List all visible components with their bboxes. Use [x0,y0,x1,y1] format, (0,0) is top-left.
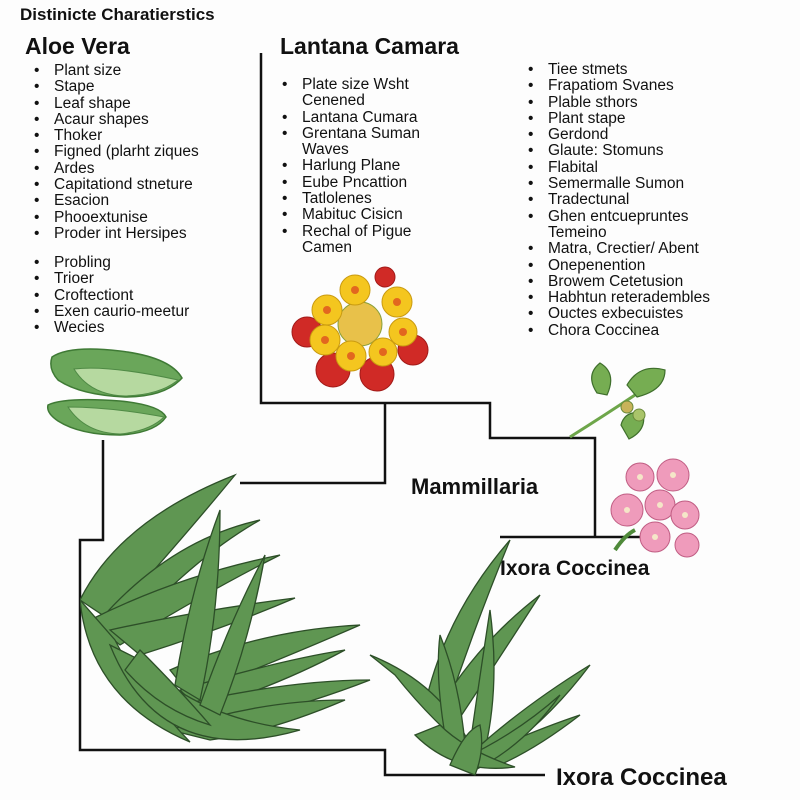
list-item: Mabituc Cisicn [278,207,420,224]
list-item: Onepenention [524,257,710,274]
list-item: Matra, Crectier/ Abent [524,240,710,257]
lantana-camara-heading: Lantana Camara [280,33,459,59]
list-item: Frapatiom Svanes [524,77,710,94]
mammillaria-label: Mammillaria [411,474,539,499]
list-item: Probling [30,254,189,271]
list-item: Plant size [30,62,199,79]
list-item: Ouctes exbecuistes [524,306,710,323]
list-item: Tradectunal [524,192,710,209]
aloe-plant-illustration-left [80,473,371,743]
list-item: Eube Pncattion [278,174,420,191]
lantana-aloe-connector [240,403,387,485]
list-item: Ardes [30,160,199,177]
list-item: Plable sthors [524,94,710,111]
list-item: Stape [30,78,199,95]
aloe-vera-list-b: Probling Trioer Croftectiont Exen caurio… [30,254,189,337]
list-item: Browem Cetetusion [524,273,710,290]
list-item: Semermalle Sumon [524,175,710,192]
list-item: Rechal of Pigue [278,223,420,240]
list-item: Ghen entcuepruntes [524,208,710,225]
list-item: Figned (plarht ziques [30,144,199,161]
list-item: Trioer [30,270,189,287]
list-item: Flabital [524,159,710,176]
list-item: Wecies [30,319,189,336]
aloe-connector [78,440,545,777]
list-item: Exen caurio-meetur [30,303,189,320]
list-item: Croftectiont [30,287,189,304]
list-item: Glaute: Stomuns [524,143,710,160]
diagram-title: Distinicte Charatierstics [20,5,215,24]
list-item: Capitationd stneture [30,176,199,193]
list-item: Grentana Suman [278,125,420,142]
list-item-continuation: Cenened [302,92,365,110]
list-item: Phooextunise [30,209,199,226]
list-item: Thoker [30,127,199,144]
list-item: Leaf shape [30,95,199,112]
list-item-continuation: Camen [302,238,352,256]
list-item: Gerdond [524,126,710,143]
list-item: Habhtun reteradembles [524,289,710,306]
list-item: Plate size Wsht [278,76,420,93]
aloe-plant-illustration-right [369,539,591,776]
list-item-continuation: Temeino [548,223,607,241]
list-item-continuation: Waves [302,141,349,159]
leaf-sprig-illustration [569,362,666,440]
list-item: Proder int Hersipes [30,225,199,242]
list-item: Harlung Plane [278,158,420,175]
list-item: Tatlolenes [278,190,420,207]
aloe-vera-heading: Aloe Vera [25,33,130,59]
lantana-flower-illustration [291,266,429,392]
ixora-flower-illustration [610,458,700,558]
lantana-camara-list: Plate size Wsht Cenened Lantana Cumara G… [278,76,420,256]
lantana-connector [259,53,597,537]
list-item: Plant stape [524,110,710,127]
ixora-coccinea-label-mid: Ixora Coccinea [500,557,650,580]
ixora-coccinea-label-bottom: Ixora Coccinea [556,764,727,791]
list-item: Acaur shapes [30,111,199,128]
list-item: Chora Coccinea [524,322,710,339]
aloe-vera-list-a: Plant size Stape Leaf shape Acaur shapes… [30,62,199,242]
aloe-slice-illustration [46,348,183,436]
right-column-list: Tiee stmets Frapatiom Svanes Plable stho… [524,61,710,339]
list-item: Tiee stmets [524,61,710,78]
list-item: Lantana Cumara [278,109,420,126]
list-item: Esacion [30,193,199,210]
